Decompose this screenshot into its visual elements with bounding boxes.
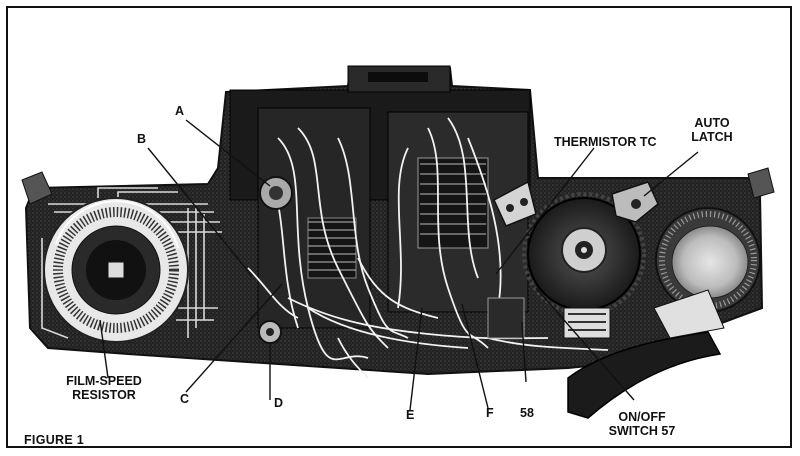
label-onoff-line2: SWITCH 57: [608, 424, 676, 438]
speed-dial: [655, 207, 761, 313]
figure-caption: FIGURE 1: [24, 433, 85, 447]
label-thermistor: THERMISTOR TC: [554, 135, 657, 149]
label-auto-latch-line1: AUTO: [694, 116, 730, 130]
thermistor-bracket: [493, 180, 537, 227]
wires: [247, 117, 609, 379]
label-f: F: [486, 406, 494, 420]
label-onoff-line1: ON/OFF: [618, 410, 666, 424]
rewind-lever: [567, 289, 725, 419]
figure-frame: A B C D E F 58 THERMISTOR TC AUTO LATCH …: [6, 6, 792, 448]
label-58: 58: [520, 406, 534, 420]
label-a: A: [175, 104, 185, 118]
label-film-speed-line2: RESISTOR: [72, 388, 136, 402]
label-c: C: [180, 392, 190, 406]
label-auto-latch: AUTO LATCH: [680, 116, 744, 144]
leader-lines: [99, 119, 699, 411]
circuit-boards: [257, 107, 529, 329]
camera-photo: [21, 65, 775, 419]
label-film-speed-line1: FILM-SPEED: [66, 374, 142, 388]
film-speed-dial: [43, 197, 189, 343]
auto-latch-lever: [611, 181, 659, 223]
label-e: E: [406, 408, 415, 422]
label-film-speed-resistor: FILM-SPEED RESISTOR: [44, 374, 164, 402]
switch-plates: [487, 297, 611, 339]
label-b: B: [137, 132, 147, 146]
label-auto-latch-line2: LATCH: [691, 130, 733, 144]
label-onoff-switch: ON/OFF SWITCH 57: [598, 410, 686, 438]
component-d: [258, 320, 282, 344]
label-d: D: [274, 396, 284, 410]
